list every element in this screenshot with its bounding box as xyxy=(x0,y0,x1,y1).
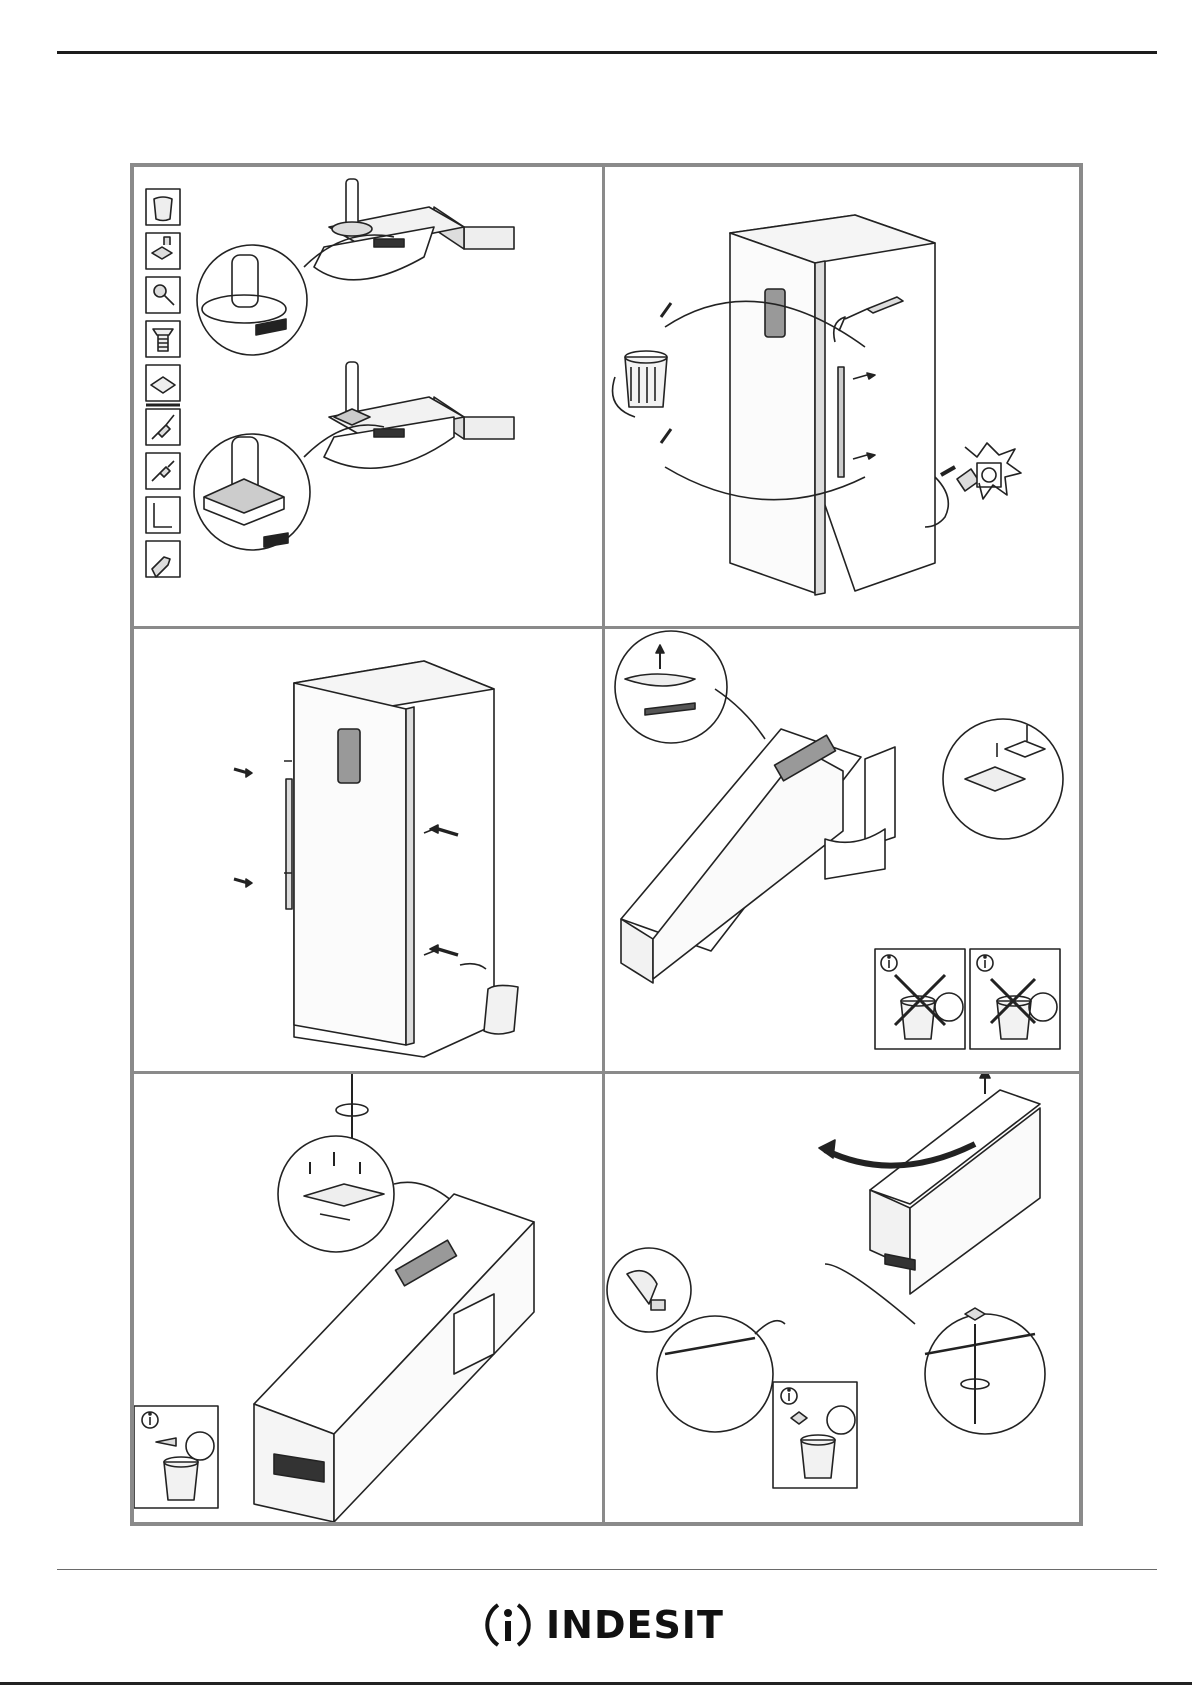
unplug-socket xyxy=(925,443,1021,527)
indesit-i-circle-logo xyxy=(480,1597,536,1653)
panel-step-4-remove-covers xyxy=(605,629,1079,1071)
cover-plate-icon xyxy=(146,365,180,401)
display-panel xyxy=(338,729,360,783)
phillips-screwdriver-icon xyxy=(146,409,180,445)
recycle-bin-icon xyxy=(801,1435,835,1478)
plug-fastener-icon xyxy=(146,321,180,357)
indesit-logo: INDESIT xyxy=(480,1590,730,1660)
info-recycle-box-2 xyxy=(970,949,1060,1049)
panel-step-1-hinge-detail xyxy=(134,167,602,626)
flat-screwdriver-icon xyxy=(146,453,180,489)
brand-wordmark: INDESIT xyxy=(546,1603,724,1647)
panel-step-2-unplug-remove-handle xyxy=(605,167,1079,626)
allen-key-icon xyxy=(146,497,180,533)
putty-knife-icon xyxy=(146,541,180,577)
hinge-assembly-bottom xyxy=(324,362,514,468)
appliance-door-lifted xyxy=(870,1074,1040,1294)
bottom-rule xyxy=(57,1569,1157,1570)
info-recycle-box-1 xyxy=(875,949,965,1049)
zoom-circle-right xyxy=(825,1264,1045,1434)
fridge-cabinet xyxy=(730,215,935,595)
info-recycle-box xyxy=(773,1382,857,1488)
door-handle xyxy=(838,367,844,477)
zoom-circle-right xyxy=(943,719,1063,839)
zoom-circle-left xyxy=(607,1248,691,1332)
recycle-bin-icon xyxy=(164,1457,198,1500)
panel-step-6-lift-door xyxy=(605,1074,1079,1522)
bag-icon xyxy=(146,189,180,225)
hinge-assembly-top xyxy=(314,179,514,280)
zoom-circle-center xyxy=(657,1316,785,1432)
screw-icon xyxy=(146,277,180,313)
panel-step-5-remove-bottom-hinge xyxy=(134,1074,602,1522)
top-rule xyxy=(57,51,1157,54)
recycle-bin-icon xyxy=(613,351,668,417)
zoom-circle-top-left xyxy=(615,631,765,743)
info-recycle-box xyxy=(134,1406,218,1508)
panel-step-3-refit-screws xyxy=(134,629,602,1071)
tool-icons-column xyxy=(146,189,180,577)
appliance-lying xyxy=(621,729,895,983)
display-panel xyxy=(765,289,785,337)
appliance-lying xyxy=(254,1194,534,1522)
hinge-bracket-icon xyxy=(146,233,180,269)
fridge-cabinet xyxy=(286,661,494,1057)
door-handle xyxy=(286,779,292,909)
